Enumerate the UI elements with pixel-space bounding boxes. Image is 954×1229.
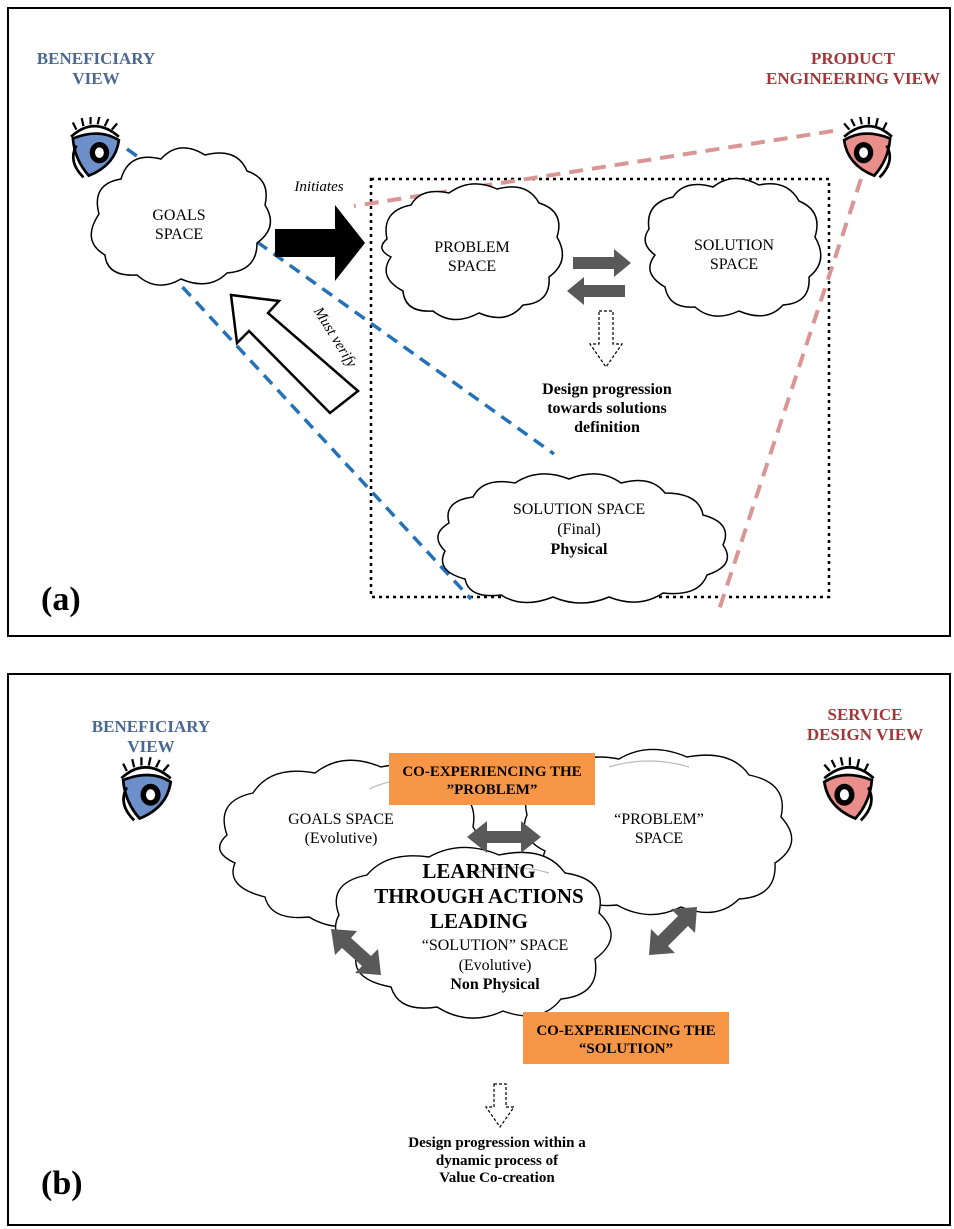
- panel-a: BENEFICIARY VIEW PRODUCT ENGINEERING VIE…: [7, 7, 951, 637]
- panel-b-tag: (b): [41, 1165, 83, 1202]
- must-verify-arrow-icon: [229, 293, 360, 415]
- goals-space-label: GOALS SPACE: [152, 207, 206, 243]
- panel-a-graphics: [69, 117, 894, 614]
- problem-space-label: PROBLEM SPACE: [434, 239, 510, 275]
- co-experiencing-solution-box: CO-EXPERIENCING THE “SOLUTION”: [523, 1012, 729, 1064]
- beneficiary-view-label: BENEFICIARY VIEW: [91, 717, 211, 757]
- solution-to-problem-arrow-icon: [567, 277, 625, 305]
- panel-b: BENEFICIARY VIEW SERVICE DESIGN VIEW CO-…: [7, 673, 951, 1226]
- initiates-label: Initiates: [294, 179, 344, 195]
- goals-solution-arrow-icon: [331, 929, 381, 975]
- final-solution-title: SOLUTION SPACE: [512, 501, 646, 518]
- final-solution-cloud: [437, 473, 729, 604]
- beneficiary-eye-icon: [69, 117, 121, 179]
- solution-cloud: [334, 846, 612, 1019]
- engineering-view-label: PRODUCT ENGINEERING VIEW: [766, 49, 940, 89]
- service-view-label: SERVICE DESIGN VIEW: [806, 705, 924, 745]
- solution-space-label: SOLUTION SPACE: [694, 237, 774, 273]
- service-eye-icon: [822, 757, 876, 822]
- final-solution-subtitle: (Final): [557, 521, 601, 538]
- final-solution-physical: Physical: [550, 541, 608, 558]
- goals-problem-arrow-icon: [467, 821, 541, 853]
- engineering-eye-icon: [842, 117, 894, 179]
- problem-cloud: [381, 183, 564, 321]
- engineering-sightline-lower: [716, 178, 863, 614]
- solution-cloud: [644, 177, 822, 317]
- product-boundary: [369, 177, 831, 599]
- design-progression-label: Design progression towards solutions def…: [542, 381, 672, 436]
- design-progression-down-arrow-icon: [588, 310, 624, 369]
- learning-label: LEARNING THROUGH ACTIONS LEADING: [374, 859, 584, 934]
- panel-b-graphics: [119, 748, 876, 1129]
- initiates-arrow-icon: [275, 205, 365, 281]
- design-progression-label: Design progression within a dynamic proc…: [408, 1135, 586, 1187]
- beneficiary-view-label: BENEFICIARY VIEW: [36, 49, 156, 89]
- problem-space-label: “PROBLEM” SPACE: [614, 811, 704, 847]
- goals-space-label: GOALS SPACE (Evolutive): [288, 811, 394, 847]
- beneficiary-eye-icon: [119, 757, 173, 822]
- design-progression-down-arrow-icon: [484, 1083, 516, 1129]
- solution-space-subtitle: (Evolutive): [458, 957, 532, 974]
- problem-to-solution-arrow-icon: [573, 249, 631, 277]
- solution-non-physical: Non Physical: [450, 976, 540, 993]
- co-experiencing-problem-box: CO-EXPERIENCING THE ”PROBLEM”: [389, 753, 595, 805]
- solution-space-title: “SOLUTION” SPACE: [421, 937, 569, 954]
- panel-a-tag: (a): [41, 581, 81, 618]
- problem-solution-arrow-icon: [649, 907, 697, 955]
- goals-cloud: [90, 147, 272, 286]
